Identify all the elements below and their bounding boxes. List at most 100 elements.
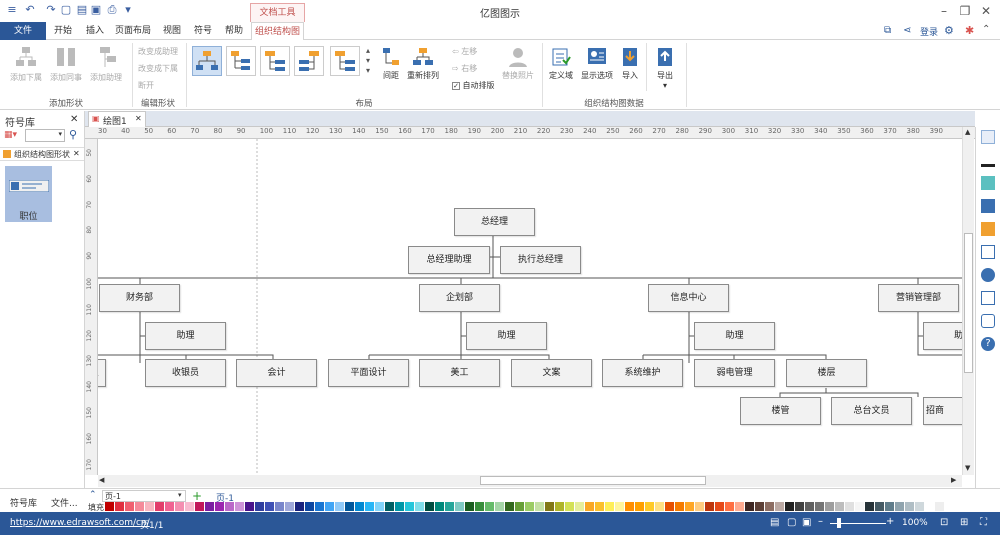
palette-swatch[interactable] xyxy=(525,502,534,511)
palette-swatch[interactable] xyxy=(435,502,444,511)
palette-swatch[interactable] xyxy=(925,502,934,511)
palette-swatch[interactable] xyxy=(635,502,644,511)
org-node-ceo[interactable]: 总经理 xyxy=(454,208,535,236)
org-node-sales-assistant[interactable]: 助 xyxy=(923,322,962,350)
palette-swatch[interactable] xyxy=(195,502,204,511)
close-button[interactable]: ✕ xyxy=(980,4,992,18)
org-node-it-assistant[interactable]: 助理 xyxy=(694,322,775,350)
palette-swatch[interactable] xyxy=(365,502,374,511)
org-node-planning-assistant[interactable]: 助理 xyxy=(466,322,547,350)
tab-files[interactable]: 文件... xyxy=(51,499,78,509)
view-fit-icon[interactable]: ▢ xyxy=(787,517,797,528)
page-expand-icon[interactable]: ⌃ xyxy=(89,490,97,500)
palette-swatch[interactable] xyxy=(385,502,394,511)
org-node-finance[interactable]: 财务部 xyxy=(99,284,180,312)
palette-swatch[interactable] xyxy=(835,502,844,511)
menu-start[interactable]: 开始 xyxy=(53,26,72,36)
palette-swatch[interactable] xyxy=(205,502,214,511)
print-icon[interactable]: ⎙ xyxy=(107,3,117,16)
palette-swatch[interactable] xyxy=(575,502,584,511)
palette-swatch[interactable] xyxy=(345,502,354,511)
horizontal-scroll-thumb[interactable] xyxy=(480,476,706,485)
org-node-planning-staff1[interactable]: 平面设计 xyxy=(328,359,409,387)
palette-swatch[interactable] xyxy=(765,502,774,511)
define-field-button[interactable]: 定义域 xyxy=(546,46,576,81)
apps-icon[interactable]: ✱ xyxy=(965,24,975,37)
image-tool-icon[interactable] xyxy=(981,199,995,213)
library-header[interactable]: 组织结构图形状 ✕ xyxy=(0,147,84,161)
palette-swatch[interactable] xyxy=(855,502,864,511)
palette-swatch[interactable] xyxy=(755,502,764,511)
palette-swatch[interactable] xyxy=(825,502,834,511)
org-node-planning-staff3[interactable]: 文案 xyxy=(511,359,592,387)
layout-style-1-button[interactable] xyxy=(192,46,222,76)
palette-swatch[interactable] xyxy=(165,502,174,511)
save-icon[interactable]: ▣ xyxy=(90,3,102,16)
palette-swatch[interactable] xyxy=(465,502,474,511)
document-icon[interactable] xyxy=(981,291,995,305)
close-library-icon[interactable]: ✕ xyxy=(73,149,80,158)
palette-swatch[interactable] xyxy=(645,502,654,511)
add-colleague-button[interactable]: 添加同事 xyxy=(46,46,86,83)
palette-swatch[interactable] xyxy=(135,502,144,511)
palette-swatch[interactable] xyxy=(725,502,734,511)
palette-swatch[interactable] xyxy=(735,502,744,511)
palette-swatch[interactable] xyxy=(935,502,944,511)
zoom-in-icon[interactable]: + xyxy=(886,516,895,527)
palette-swatch[interactable] xyxy=(295,502,304,511)
org-node-ceo-assistant[interactable]: 总经理助理 xyxy=(408,246,490,274)
palette-swatch[interactable] xyxy=(915,502,924,511)
palette-swatch[interactable] xyxy=(515,502,524,511)
palette-swatch[interactable] xyxy=(895,502,904,511)
fullscreen-icon[interactable]: ⛶ xyxy=(980,517,987,528)
palette-swatch[interactable] xyxy=(265,502,274,511)
share-icon[interactable]: ⧉ xyxy=(884,25,892,36)
palette-swatch[interactable] xyxy=(155,502,164,511)
view-full-icon[interactable]: ▣ xyxy=(802,517,812,528)
palette-swatch[interactable] xyxy=(795,502,804,511)
palette-swatch[interactable] xyxy=(395,502,404,511)
palette-swatch[interactable] xyxy=(255,502,264,511)
shadow-tool-icon[interactable] xyxy=(981,176,995,190)
palette-swatch[interactable] xyxy=(705,502,714,511)
palette-swatch[interactable] xyxy=(565,502,574,511)
zoom-slider[interactable] xyxy=(830,523,886,524)
display-options-button[interactable]: 显示选项 xyxy=(578,46,616,81)
library-search-input[interactable]: ▾ xyxy=(25,129,65,142)
org-node-planning-staff2[interactable]: 美工 xyxy=(419,359,500,387)
palette-swatch[interactable] xyxy=(595,502,604,511)
layout-style-4-button[interactable] xyxy=(294,46,324,76)
menu-page-layout[interactable]: 页面布局 xyxy=(115,26,152,36)
menu-insert[interactable]: 插入 xyxy=(85,26,104,36)
undo-icon[interactable]: ↶ xyxy=(25,3,35,16)
add-subordinate-button[interactable]: 添加下属 xyxy=(6,46,46,83)
palette-swatch[interactable] xyxy=(225,502,234,511)
fill-tool-icon[interactable] xyxy=(981,130,995,144)
login-link[interactable]: 登录 xyxy=(920,28,939,38)
import-button[interactable]: 导入 xyxy=(618,46,642,81)
palette-swatch[interactable] xyxy=(485,502,494,511)
replace-photo-button[interactable]: 替换照片 xyxy=(500,46,536,81)
org-node-sales[interactable]: 营销管理部 xyxy=(878,284,959,312)
palette-swatch[interactable] xyxy=(475,502,484,511)
org-node-it-staff2[interactable]: 弱电管理 xyxy=(694,359,775,387)
palette-swatch[interactable] xyxy=(355,502,364,511)
palette-swatch[interactable] xyxy=(785,502,794,511)
palette-swatch[interactable] xyxy=(805,502,814,511)
globe-icon[interactable] xyxy=(981,268,995,282)
palette-swatch[interactable] xyxy=(775,502,784,511)
search-icon[interactable]: ⚲ xyxy=(69,128,78,141)
auto-layout-checkbox[interactable]: ✓ 自动排版 xyxy=(452,81,495,90)
palette-swatch[interactable] xyxy=(505,502,514,511)
add-assistant-button[interactable]: 添加助理 xyxy=(86,46,126,83)
palette-swatch[interactable] xyxy=(125,502,134,511)
palette-swatch[interactable] xyxy=(455,502,464,511)
horizontal-scrollbar[interactable]: ◀ ▶ xyxy=(98,475,962,487)
palette-swatch[interactable] xyxy=(715,502,724,511)
org-node-it[interactable]: 信息中心 xyxy=(648,284,729,312)
palette-swatch[interactable] xyxy=(115,502,124,511)
palette-swatch[interactable] xyxy=(535,502,544,511)
palette-swatch[interactable] xyxy=(905,502,914,511)
palette-swatch[interactable] xyxy=(375,502,384,511)
org-node-finance-staff2[interactable]: 收银员 xyxy=(145,359,226,387)
